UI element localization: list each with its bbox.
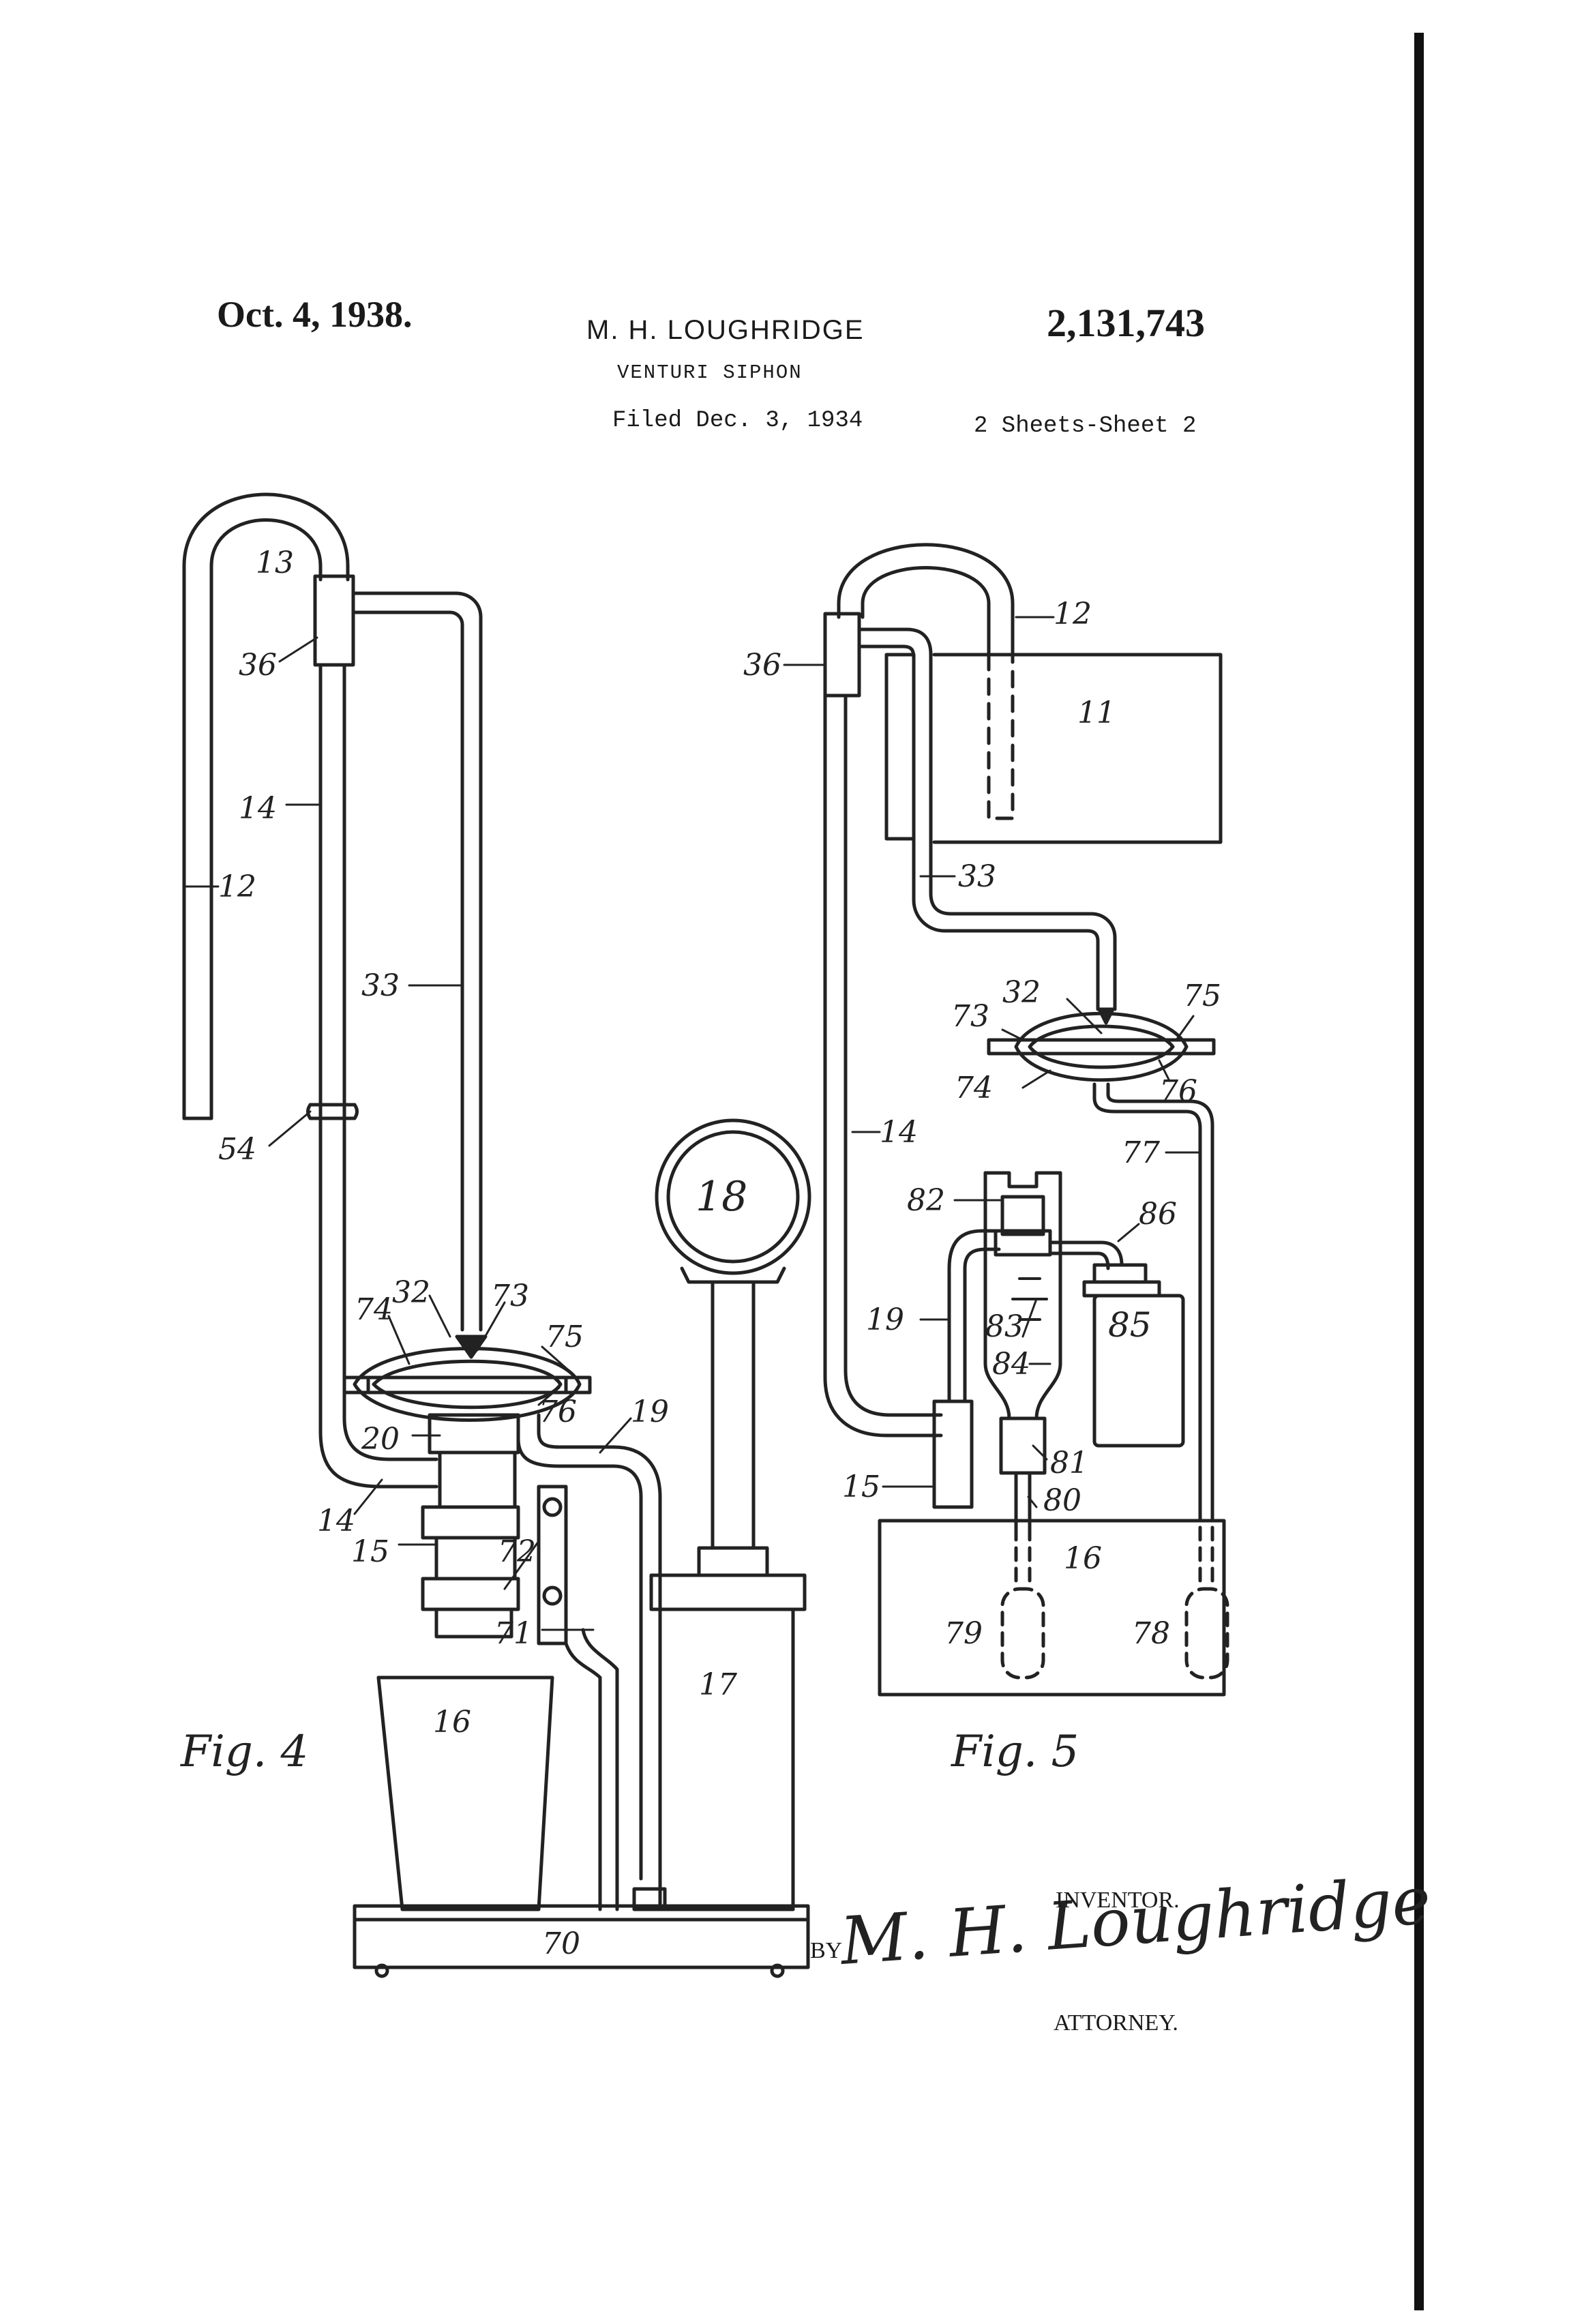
- tee-36: [315, 576, 353, 665]
- tee-36-fig5: [825, 614, 859, 696]
- fig4-label-18: 18: [696, 1173, 747, 1221]
- valve-stack-15: [423, 1415, 518, 1637]
- fig4-label-12: 12: [218, 869, 256, 904]
- fig5-label-11: 11: [1077, 696, 1116, 730]
- fig4-label-16: 16: [433, 1705, 471, 1740]
- tee-15-fig5: [934, 1401, 972, 1507]
- fig5-label-81: 81: [1050, 1446, 1088, 1480]
- fig5-label-16: 16: [1064, 1541, 1102, 1576]
- fig4-label-33: 33: [361, 968, 400, 1003]
- fig4-label-36: 36: [239, 648, 277, 683]
- fig4-label-19: 19: [631, 1395, 669, 1429]
- tank-11: [934, 655, 1221, 842]
- inventor-signature: M. H. Loughridge: [837, 1862, 1433, 1980]
- fig5-label-36: 36: [743, 648, 781, 683]
- fig4-label-72: 72: [498, 1534, 536, 1569]
- floats: [1002, 1528, 1227, 1678]
- inner-tube: [886, 655, 914, 839]
- fig5-label-12: 12: [1054, 597, 1092, 631]
- fig4-label-32: 32: [392, 1275, 430, 1310]
- inventor-label: INVENTOR.: [1056, 1888, 1180, 1913]
- fig4-label-75: 75: [546, 1320, 584, 1354]
- margin-bar: [1414, 33, 1424, 2310]
- fig4-label-71: 71: [494, 1616, 533, 1651]
- fig5-caption: Fig. 5: [951, 1727, 1079, 1777]
- fig5-label-74: 74: [955, 1071, 993, 1105]
- bracket-72: [539, 1487, 566, 1643]
- fig5-label-80: 80: [1043, 1483, 1081, 1518]
- fig5-label-86: 86: [1139, 1197, 1177, 1232]
- fig4-label-76: 76: [539, 1395, 577, 1429]
- pipe-19: [518, 1415, 660, 1879]
- by-label: BY: [810, 1938, 842, 1964]
- attorney-label: ATTORNEY.: [1054, 2010, 1178, 2036]
- siphon-pipe-12-fig5: [839, 545, 1013, 818]
- fig5-label-75: 75: [1183, 979, 1221, 1013]
- fig5-label-83: 83: [985, 1309, 1024, 1344]
- venturi-body-fig5: [989, 1013, 1214, 1080]
- frame-71: [566, 1630, 617, 1909]
- fig4-label-74: 74: [355, 1292, 393, 1327]
- fig4-caption: Fig. 4: [180, 1727, 308, 1777]
- fig4-label-14b: 14: [317, 1504, 355, 1538]
- fig5-label-77: 77: [1122, 1135, 1160, 1170]
- fig5-label-84: 84: [992, 1347, 1030, 1382]
- fig4-label-73: 73: [491, 1279, 529, 1313]
- base-70: [355, 1889, 808, 1976]
- fig5-label-19: 19: [866, 1302, 904, 1337]
- fig5-label-85: 85: [1108, 1305, 1152, 1345]
- fig4-label-15: 15: [351, 1534, 389, 1569]
- joint-54: [308, 1105, 357, 1118]
- fig5-label-33: 33: [958, 859, 996, 894]
- fig5-label-82: 82: [907, 1183, 945, 1218]
- fig5-label-79: 79: [944, 1616, 983, 1651]
- fig5-label-32: 32: [1002, 975, 1041, 1010]
- container-16-fig5: [880, 1521, 1224, 1695]
- bottle-85: [1084, 1265, 1183, 1446]
- fig4-label-17: 17: [699, 1667, 737, 1702]
- fig5-label-76: 76: [1159, 1074, 1197, 1109]
- fig5-label-73: 73: [951, 999, 989, 1034]
- tank-17: [651, 1575, 805, 1909]
- fig4-label-20: 20: [361, 1422, 400, 1457]
- fig4-label-14: 14: [239, 791, 277, 826]
- fig4-label-70: 70: [542, 1926, 580, 1961]
- fig5-label-78: 78: [1132, 1616, 1170, 1651]
- fig4-label-54: 54: [218, 1132, 256, 1167]
- fig5-label-15: 15: [842, 1470, 880, 1504]
- fig5-label-14: 14: [880, 1115, 918, 1150]
- fig4-label-13: 13: [256, 546, 294, 580]
- figure-5: [784, 545, 1227, 1695]
